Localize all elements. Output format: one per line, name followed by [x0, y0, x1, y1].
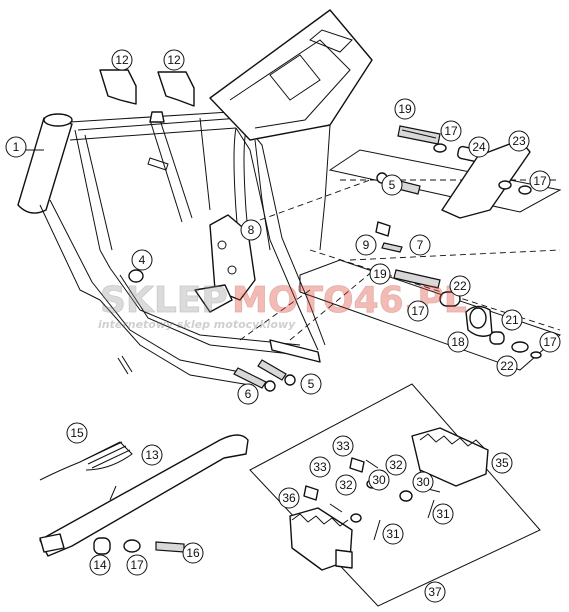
- small-parts-bottom: [93, 537, 185, 555]
- swingarm-parts: [375, 221, 542, 359]
- callout-22-a: 22: [449, 275, 471, 297]
- watermark-brand-left: SKLEP: [100, 280, 228, 321]
- callout-24: 24: [468, 136, 490, 158]
- svg-text:30: 30: [416, 475, 430, 489]
- svg-text:8: 8: [248, 223, 255, 237]
- callout-32-b: 32: [335, 474, 357, 496]
- sidestand: [39, 434, 249, 557]
- callout-17-a: 17: [440, 120, 462, 142]
- svg-text:17: 17: [411, 304, 425, 318]
- callout-14: 14: [89, 554, 111, 576]
- svg-text:6: 6: [245, 387, 252, 401]
- svg-text:22: 22: [453, 279, 467, 293]
- svg-text:13: 13: [145, 448, 159, 462]
- callout-15: 15: [66, 422, 88, 444]
- svg-text:5: 5: [389, 178, 396, 192]
- callout-6: 6: [237, 383, 259, 405]
- svg-text:21: 21: [505, 313, 519, 327]
- callout-33-b: 33: [309, 456, 331, 478]
- svg-text:1: 1: [13, 140, 20, 154]
- callout-17-d: 17: [539, 331, 561, 353]
- svg-text:33: 33: [313, 460, 327, 474]
- svg-text:17: 17: [130, 558, 144, 572]
- callout-17-b: 17: [529, 170, 551, 192]
- svg-text:12: 12: [115, 53, 129, 67]
- svg-text:17: 17: [543, 335, 557, 349]
- callout-30-a: 30: [368, 469, 390, 491]
- chain-guide-parts: [99, 69, 195, 107]
- svg-text:19: 19: [373, 267, 387, 281]
- frame: [17, 9, 373, 386]
- svg-text:31: 31: [436, 507, 450, 521]
- callout-18: 18: [447, 331, 469, 353]
- callout-12-right: 12: [163, 49, 185, 71]
- callout-5-upper: 5: [381, 174, 403, 196]
- callout-32-a: 32: [385, 454, 407, 476]
- callout-13: 13: [141, 444, 163, 466]
- callout-31-b: 31: [432, 503, 454, 525]
- callout-17-c: 17: [407, 300, 429, 322]
- footpeg-left: [289, 507, 353, 571]
- callout-30-b: 30: [412, 471, 434, 493]
- svg-text:7: 7: [417, 238, 424, 252]
- callout-33-a: 33: [332, 435, 354, 457]
- callout-12-left: 12: [111, 49, 133, 71]
- watermark-brand-right: MOTO46.PL: [232, 280, 467, 321]
- svg-text:37: 37: [428, 585, 442, 599]
- callout-31-a: 31: [382, 523, 404, 545]
- svg-text:18: 18: [451, 335, 465, 349]
- svg-text:16: 16: [186, 546, 200, 560]
- svg-text:32: 32: [339, 478, 353, 492]
- callout-17-e: 17: [126, 554, 148, 576]
- svg-text:31: 31: [386, 527, 400, 541]
- callout-19-a: 19: [394, 98, 416, 120]
- svg-text:22: 22: [500, 359, 514, 373]
- svg-text:19: 19: [398, 102, 412, 116]
- callout-19-b: 19: [369, 263, 391, 285]
- svg-text:4: 4: [139, 253, 146, 267]
- svg-text:30: 30: [372, 473, 386, 487]
- callout-36: 36: [278, 487, 300, 509]
- callout-8: 8: [240, 219, 262, 241]
- svg-text:36: 36: [282, 491, 296, 505]
- leader-lines: [239, 179, 561, 341]
- callout-16: 16: [182, 542, 204, 564]
- svg-text:15: 15: [70, 426, 84, 440]
- svg-text:33: 33: [336, 439, 350, 453]
- bolt-parts-lower: [128, 269, 296, 392]
- watermark-tagline: internetowy sklep motocyklowy: [98, 318, 296, 331]
- svg-text:24: 24: [472, 140, 486, 154]
- svg-text:17: 17: [533, 174, 547, 188]
- svg-text:14: 14: [93, 558, 107, 572]
- callout-35: 35: [491, 452, 513, 474]
- svg-text:9: 9: [363, 238, 370, 252]
- svg-text:35: 35: [495, 456, 509, 470]
- callout-21: 21: [501, 309, 523, 331]
- svg-text:23: 23: [512, 134, 526, 148]
- svg-text:32: 32: [389, 458, 403, 472]
- callout-4: 4: [131, 249, 153, 271]
- callout-37: 37: [424, 581, 446, 603]
- callout-9: 9: [355, 234, 377, 256]
- callout-23: 23: [508, 130, 530, 152]
- callout-22-b: 22: [496, 355, 518, 377]
- callout-7: 7: [409, 234, 431, 256]
- callout-1: 1: [5, 136, 44, 158]
- callout-5-lower: 5: [300, 373, 322, 395]
- svg-text:12: 12: [167, 53, 181, 67]
- svg-text:17: 17: [444, 124, 458, 138]
- svg-text:5: 5: [308, 377, 315, 391]
